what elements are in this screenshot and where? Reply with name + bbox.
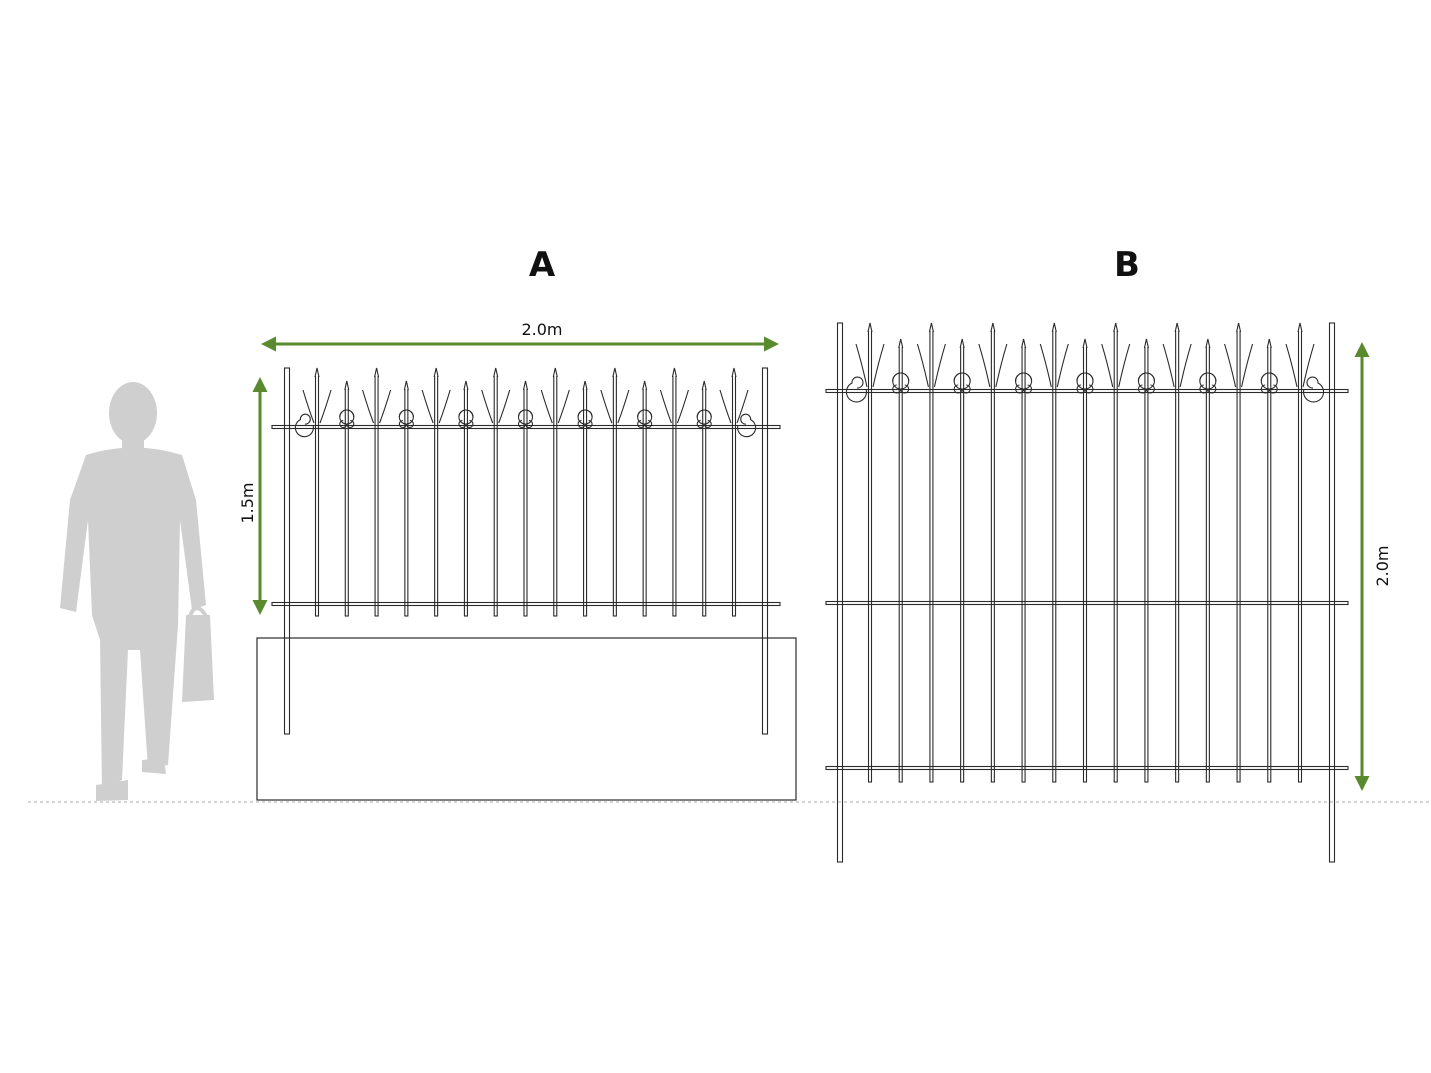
spear-tip	[374, 367, 380, 378]
fence-post	[283, 367, 291, 735]
leaf-ornament	[933, 343, 946, 388]
spear-tip	[344, 380, 350, 391]
leaf-ornament	[736, 389, 749, 424]
leaf-ornament	[1241, 343, 1254, 388]
spear-tip	[1051, 322, 1057, 333]
spear-tip	[1143, 338, 1149, 349]
end-scroll	[845, 376, 867, 403]
spear-tip	[403, 380, 409, 391]
leaf-ornament	[978, 343, 991, 388]
leaf-ornament	[719, 389, 732, 424]
spear-tip	[1297, 322, 1303, 333]
leaf-ornament	[1101, 343, 1114, 388]
scroll-ornament	[892, 372, 910, 394]
spear-tip	[898, 338, 904, 349]
panel-b-label: B	[1114, 245, 1140, 285]
spear-tip	[1113, 322, 1119, 333]
fence-post	[1328, 322, 1336, 863]
spear-tip	[1021, 338, 1027, 349]
spear-tip	[493, 367, 499, 378]
spear-tip	[463, 380, 469, 391]
leaf-ornament	[1118, 343, 1131, 388]
height-label-b: 2.0m	[1373, 545, 1392, 586]
leaf-ornament	[617, 389, 630, 424]
spear-tip	[522, 380, 529, 391]
scroll-ornament	[458, 409, 474, 429]
spear-tip	[1205, 338, 1211, 349]
scroll-ornament	[1076, 372, 1094, 394]
leaf-ornament	[1039, 343, 1052, 388]
leaf-ornament	[379, 389, 392, 424]
spear-tip	[990, 322, 996, 333]
panel-a-label: A	[529, 245, 556, 285]
width-label-a: 2.0m	[521, 320, 562, 339]
spear-tip	[928, 322, 934, 333]
height-label-a: 1.5m	[238, 482, 257, 523]
leaf-ornament	[855, 343, 868, 388]
scroll-ornament	[953, 372, 971, 394]
leaf-ornament	[1224, 343, 1237, 388]
leaf-ornament	[302, 389, 315, 424]
scroll-ornament	[1137, 372, 1155, 394]
leaf-ornament	[557, 389, 570, 424]
spear-tip	[582, 380, 588, 391]
leaf-ornament	[872, 343, 885, 388]
scroll-ornament	[637, 409, 653, 429]
leaf-ornament	[600, 389, 613, 424]
end-scroll	[294, 413, 314, 438]
leaf-ornament	[1162, 343, 1175, 388]
fence-post	[836, 322, 844, 863]
fence-panel-a	[271, 367, 781, 735]
leaf-ornament	[1285, 343, 1298, 388]
spear-tip	[1082, 338, 1088, 349]
leaf-ornament	[540, 389, 553, 424]
scroll-ornament	[1260, 372, 1278, 394]
leaf-ornament	[676, 389, 689, 424]
end-scroll	[737, 413, 757, 438]
fence-panel-b	[825, 322, 1349, 863]
spear-tip	[1266, 338, 1272, 349]
leaf-ornament	[916, 343, 929, 388]
wall-base-a	[256, 637, 797, 801]
scroll-ornament	[577, 409, 593, 429]
spear-tip	[642, 380, 648, 391]
spear-tip	[433, 367, 439, 378]
leaf-ornament	[498, 389, 511, 424]
leaf-ornament	[362, 389, 375, 424]
leaf-ornament	[421, 389, 434, 424]
end-scroll	[1303, 376, 1325, 403]
spear-tip	[671, 367, 677, 378]
fence-post	[761, 367, 769, 735]
scroll-ornament	[1199, 372, 1217, 394]
scroll-ornament	[1015, 372, 1033, 394]
spear-tip	[959, 338, 965, 349]
scroll-ornament	[398, 409, 414, 429]
leaf-ornament	[995, 343, 1008, 388]
fence-rail	[271, 601, 781, 607]
person-with-bag-icon	[60, 382, 214, 801]
leaf-ornament	[1302, 343, 1315, 388]
spear-tip	[1236, 322, 1242, 333]
spear-tip	[1174, 322, 1180, 333]
leaf-ornament	[659, 389, 672, 424]
spear-tip	[867, 322, 873, 333]
spear-tip	[552, 367, 558, 378]
leaf-ornament	[438, 389, 451, 424]
scroll-ornament	[339, 409, 355, 429]
spear-tip	[731, 367, 737, 378]
spear-tip	[701, 380, 707, 391]
scroll-ornament	[517, 409, 534, 429]
spear-tip	[612, 367, 618, 378]
leaf-ornament	[1179, 343, 1192, 388]
leaf-ornament	[1056, 343, 1069, 388]
spear-tip	[314, 367, 320, 378]
leaf-ornament	[319, 389, 332, 424]
leaf-ornament	[481, 389, 494, 424]
scroll-ornament	[696, 409, 712, 429]
